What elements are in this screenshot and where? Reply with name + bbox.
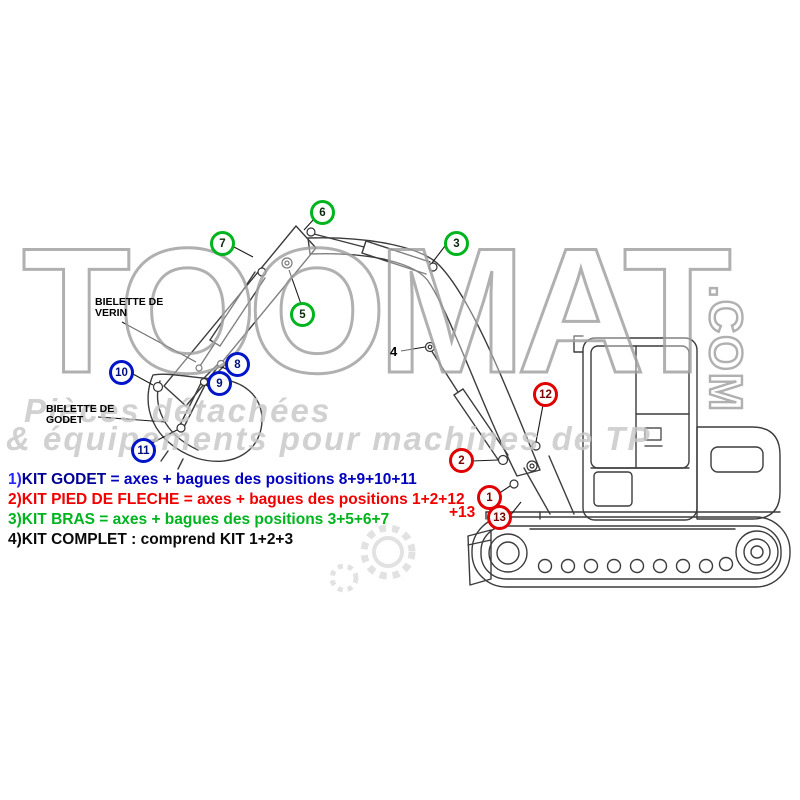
marker-10: 10	[109, 360, 134, 385]
legend-2-rest: = axes + bagues des positions 1+2+12	[179, 491, 465, 508]
arm	[163, 225, 317, 407]
legend-1-rest: = axes + bagues des positions 8+9+10+11	[106, 471, 417, 488]
legend-2-name: KIT PIED DE FLECHE	[21, 491, 180, 508]
marker-12: 12	[533, 382, 558, 407]
legend-1-name: KIT GODET	[21, 471, 107, 488]
legend-kit-bras: 3)KIT BRAS = axes + bagues des positions…	[8, 510, 465, 530]
legend-kit2-extra: +13	[449, 504, 476, 521]
marker-2: 2	[449, 448, 474, 473]
label-bielette-de-verin: BIELETTE DE VERIN	[95, 296, 164, 319]
legend-kit-pied-de-fleche: 2)KIT PIED DE FLECHE = axes + bagues des…	[8, 490, 465, 510]
legend-4-name: KIT COMPLET	[21, 531, 127, 548]
marker-5: 5	[290, 302, 315, 327]
marker-11: 11	[131, 438, 156, 463]
marker-9: 9	[207, 371, 232, 396]
boom-cylinder	[430, 349, 509, 462]
undercarriage	[467, 516, 791, 588]
kit-legend: 1)KIT GODET = axes + bagues des position…	[8, 470, 465, 550]
marker-4: 4	[390, 344, 398, 359]
watermark-tagline-1: Pièces détachées	[24, 392, 332, 429]
bucket-cylinder	[199, 271, 266, 367]
cab	[573, 335, 698, 521]
marker-7: 7	[210, 231, 235, 256]
marker-8: 8	[225, 352, 250, 377]
legend-4-rest: : comprend KIT 1+2+3	[126, 531, 294, 548]
deck	[485, 511, 781, 520]
legend-3-prefix: 3)	[8, 511, 22, 528]
legend-3-name: KIT BRAS	[21, 511, 95, 528]
legend-4-prefix: 4)	[8, 531, 22, 548]
legend-3-rest: = axes + bagues des positions 3+5+6+7	[95, 511, 390, 528]
legend-1-prefix: 1)	[8, 471, 22, 488]
marker-6: 6	[310, 200, 335, 225]
marker-3: 3	[444, 231, 469, 256]
legend-kit-godet: 1)KIT GODET = axes + bagues des position…	[8, 470, 465, 490]
counterweight	[696, 426, 781, 520]
arm-cylinder	[313, 233, 431, 275]
legend-2-prefix: 2)	[8, 491, 22, 508]
pins	[152, 227, 541, 489]
legend-kit-complet: 4)KIT COMPLET : comprend KIT 1+2+3	[8, 530, 465, 550]
marker-13: 13	[487, 505, 512, 530]
label-bielette-de-godet: BIELETTE DE GODET	[46, 403, 115, 426]
gear-watermark	[329, 524, 416, 593]
boom	[307, 237, 575, 515]
watermark-tagline-2: & équipements pour machines de TP	[6, 420, 652, 457]
